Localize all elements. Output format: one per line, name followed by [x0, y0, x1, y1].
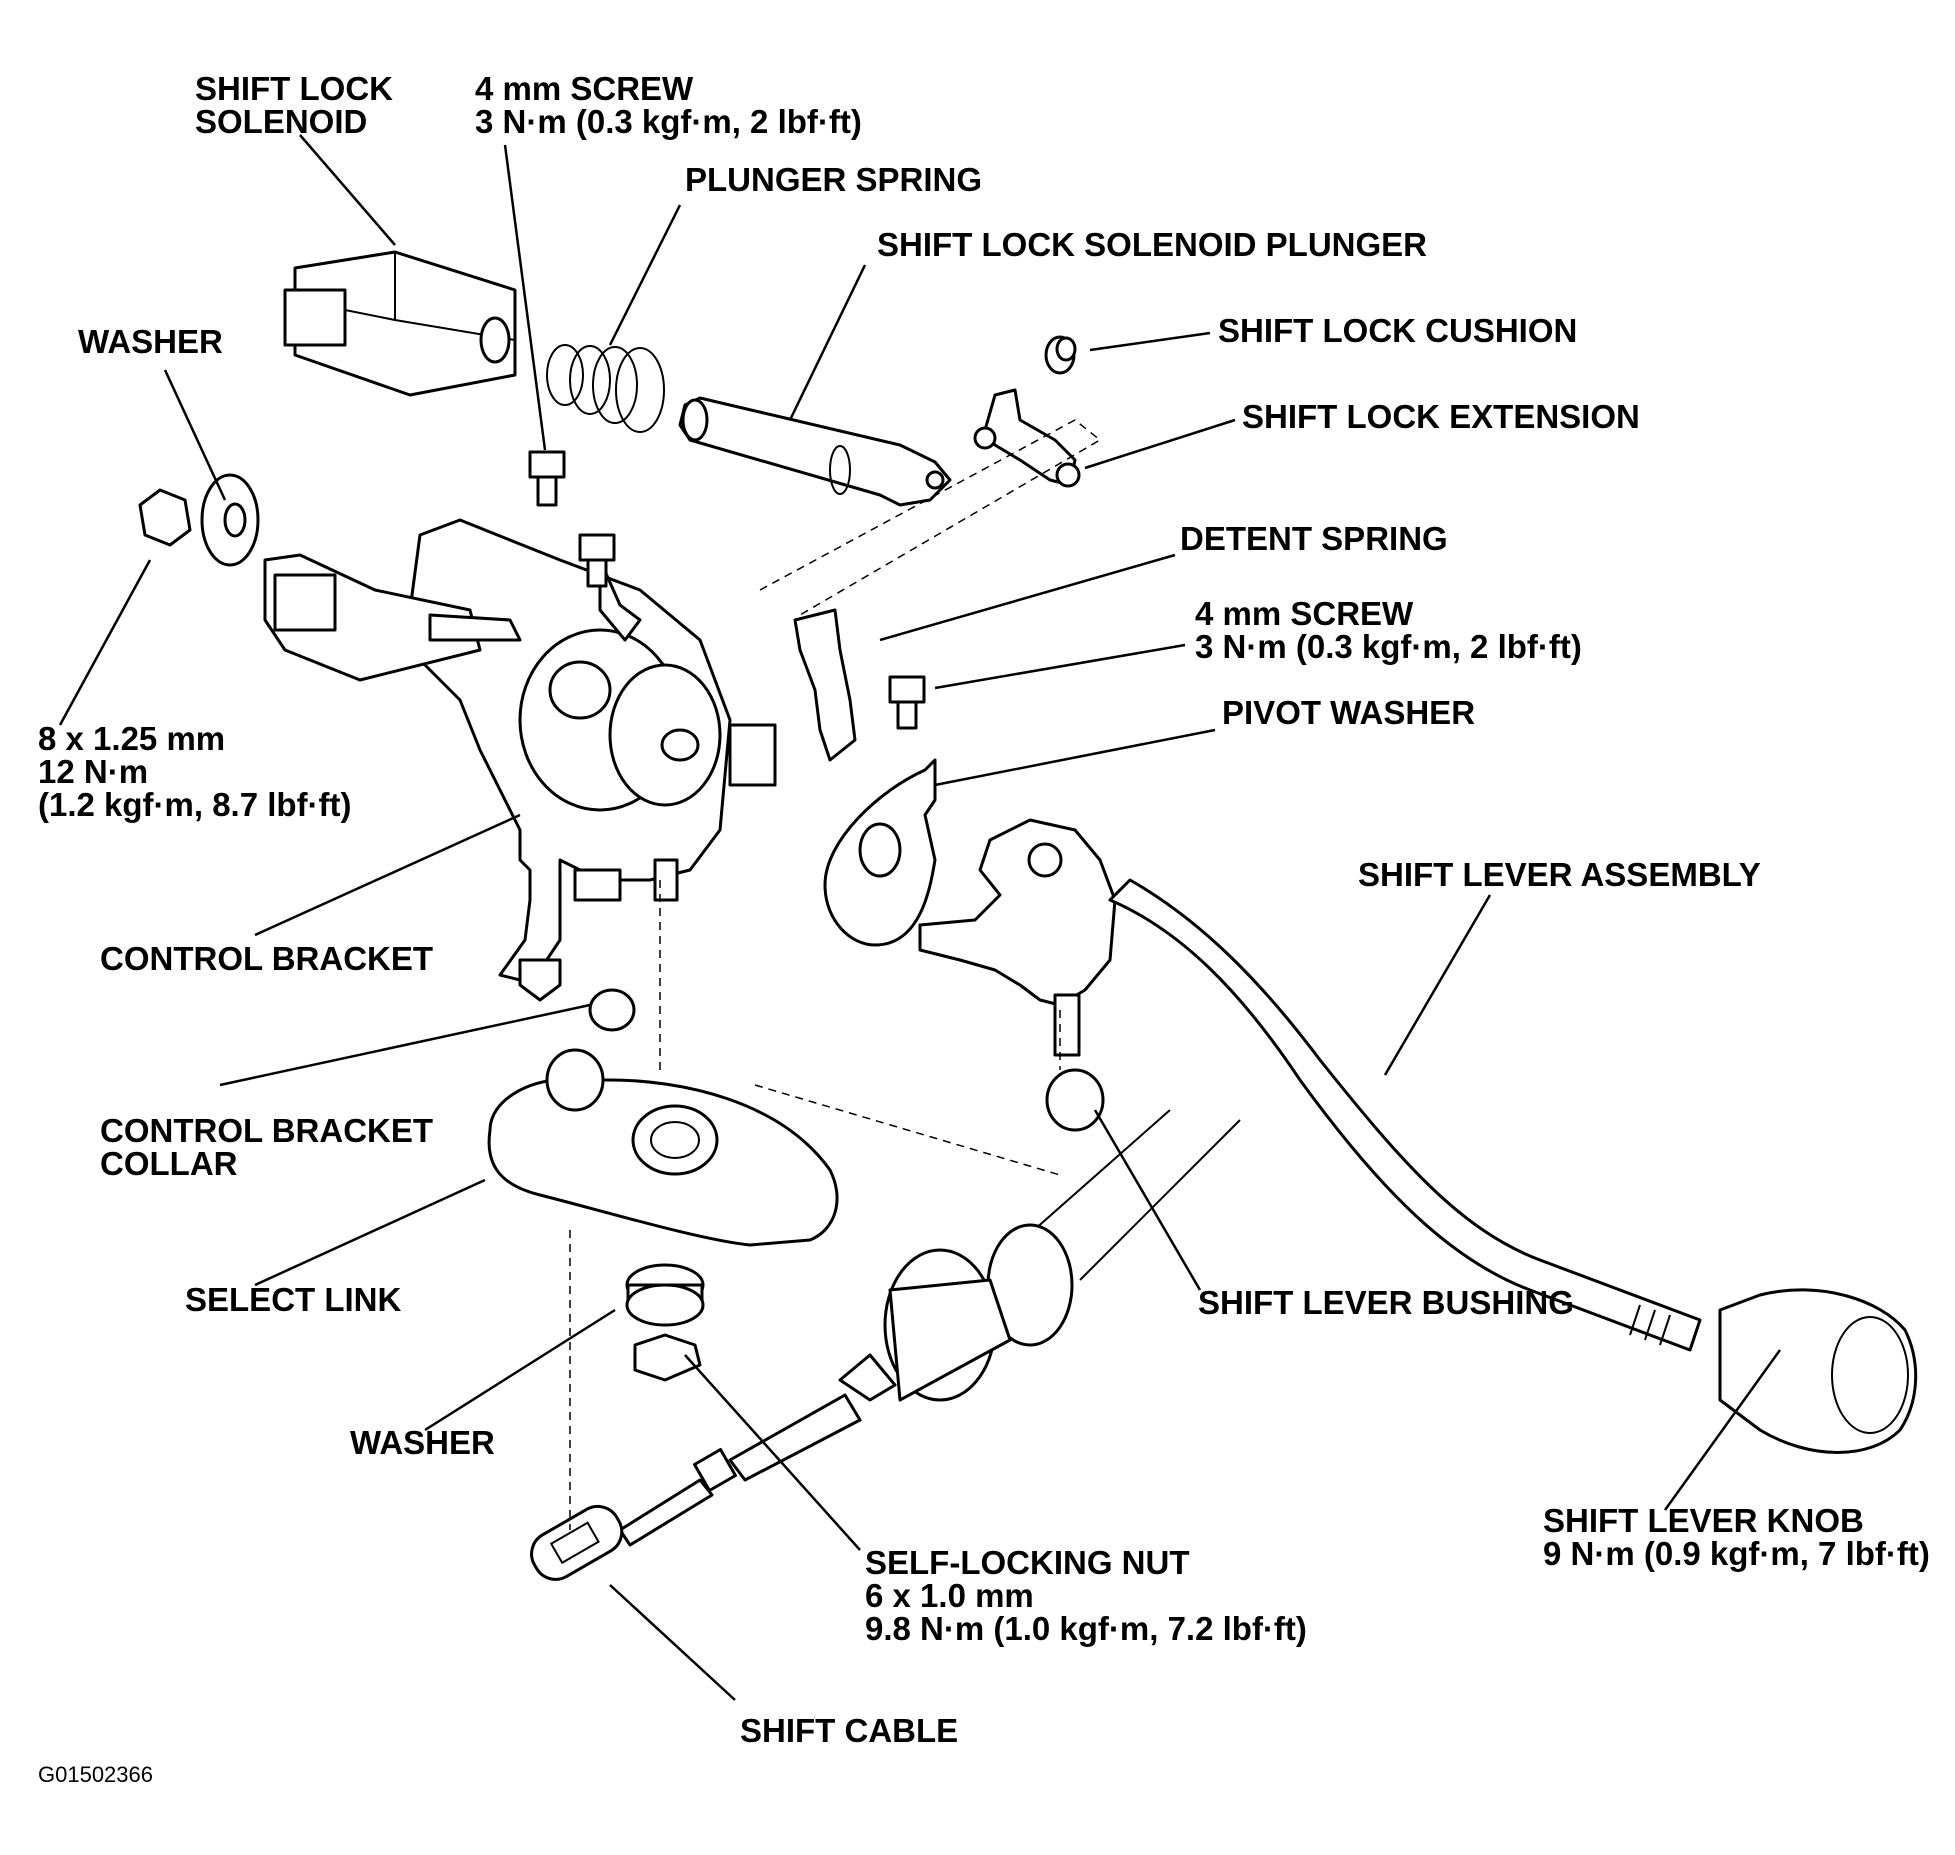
shift-lever-assembly-part — [918, 818, 1702, 1352]
bottom-washer-part — [625, 1263, 705, 1327]
plunger-spring-part — [546, 344, 665, 433]
control-bracket-collar-part — [588, 988, 636, 1032]
shift-lock-solenoid-part — [283, 250, 517, 397]
top-screw-part — [528, 450, 566, 507]
select-link-label: SELECT LINK — [185, 1281, 402, 1318]
pivot-washer-label: PIVOT WASHER — [1222, 694, 1476, 731]
shift-cable-label: SHIFT CABLE — [740, 1712, 959, 1749]
solenoid-plunger-label: SHIFT LOCK SOLENOID PLUNGER — [877, 226, 1428, 263]
mid-screw-label: 4 mm SCREW 3 N·m (0.3 kgf·m, 2 lbf·ft) — [1195, 595, 1582, 665]
top-washer-label: WASHER — [78, 323, 223, 360]
shift-lock-solenoid-label: SHIFT LOCK SOLENOID — [195, 70, 393, 140]
top-screw-label: 4 mm SCREW 3 N·m (0.3 kgf·m, 2 lbf·ft) — [475, 70, 862, 140]
alignment-lines — [569, 419, 1102, 1530]
shift-lever-knob-part — [1718, 1288, 1918, 1454]
shift-lever-bushing-part — [1045, 1068, 1105, 1132]
self-locking-nut-label: SELF-LOCKING NUT 6 x 1.0 mm 9.8 N·m (1.0… — [865, 1544, 1307, 1647]
control-bracket-collar-label: CONTROL BRACKET COLLAR — [100, 1112, 434, 1182]
shift-lever-knob-label: SHIFT LEVER KNOB 9 N·m (0.9 kgf·m, 7 lbf… — [1543, 1502, 1930, 1572]
detent-spring-part — [793, 608, 857, 762]
pivot-washer-part — [823, 758, 937, 947]
shift-lock-cushion-label: SHIFT LOCK CUSHION — [1218, 312, 1578, 349]
bottom-washer-label: WASHER — [350, 1424, 495, 1461]
figure-code: G01502366 — [38, 1762, 153, 1787]
washer-part-top — [200, 473, 260, 567]
shift-lever-bushing-label: SHIFT LEVER BUSHING — [1198, 1284, 1574, 1321]
shift-lock-cushion-part — [1044, 335, 1077, 375]
select-link-part — [487, 1048, 839, 1247]
self-locking-nut-part — [633, 1333, 702, 1382]
shift-lock-extension-label: SHIFT LOCK EXTENSION — [1242, 398, 1640, 435]
bracket-bolt-part — [578, 533, 616, 588]
solenoid-plunger-part — [678, 396, 952, 507]
plunger-spring-label: PLUNGER SPRING — [685, 161, 983, 198]
detent-spring-label: DETENT SPRING — [1180, 520, 1448, 557]
nut-spec-label: 8 x 1.25 mm 12 N·m (1.2 kgf·m, 8.7 lbf·f… — [38, 720, 352, 823]
shift-lever-assembly-label: SHIFT LEVER ASSEMBLY — [1358, 856, 1761, 893]
control-bracket-part — [263, 518, 777, 1002]
shift-lock-extension-part — [973, 388, 1081, 488]
control-bracket-label: CONTROL BRACKET — [100, 940, 434, 977]
shift-cable-part — [530, 1109, 1241, 1581]
nut-part — [138, 488, 192, 547]
leader-lines — [58, 134, 1782, 1701]
mid-screw-part — [888, 675, 926, 730]
